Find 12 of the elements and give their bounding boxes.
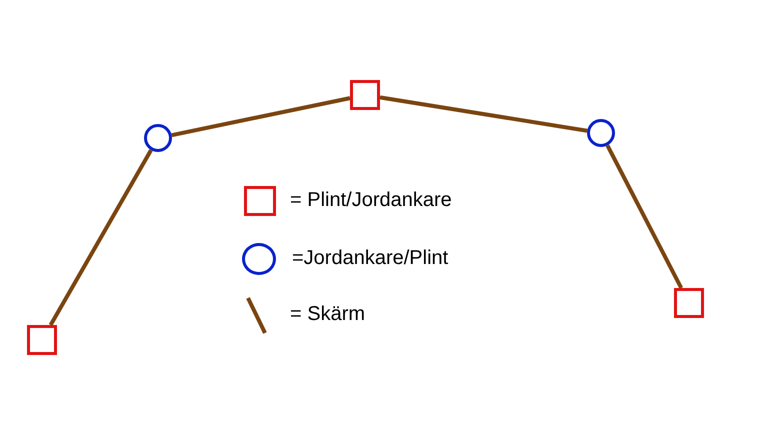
- connector-line: [48, 149, 153, 326]
- square-marker: [350, 80, 380, 110]
- legend-text: = Plint/Jordankare: [290, 189, 452, 212]
- legend-text: = Skärm: [290, 303, 366, 326]
- square-marker: [674, 288, 704, 318]
- circle-marker: [587, 119, 615, 147]
- circle-marker: [144, 124, 172, 152]
- connector-line: [606, 144, 684, 289]
- square-marker: [27, 325, 57, 355]
- connector-line: [171, 96, 350, 138]
- legend-text: =Jordankare/Plint: [292, 247, 448, 270]
- connector-line: [380, 95, 588, 133]
